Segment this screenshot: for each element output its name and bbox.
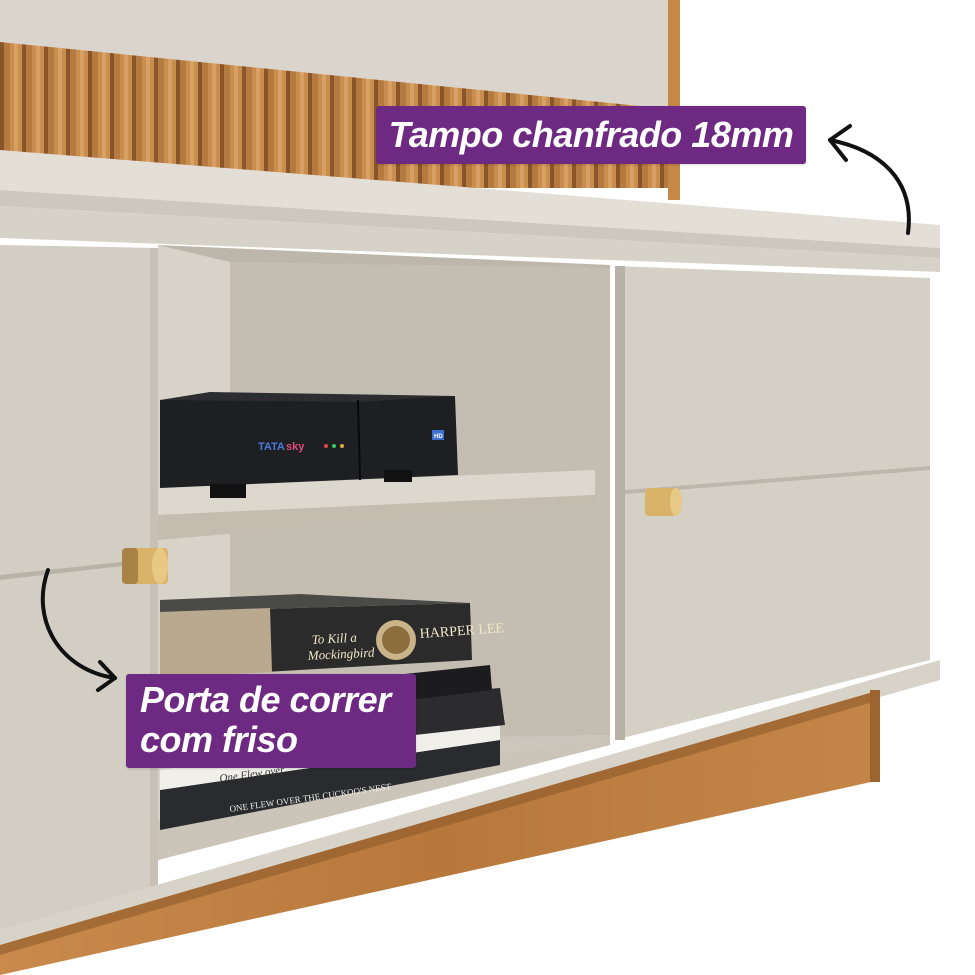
callout-sliding-door-line2: com friso bbox=[140, 719, 298, 760]
device-brand: TATA bbox=[258, 441, 285, 453]
chamfered-top bbox=[0, 150, 940, 272]
callout-chamfered-top: Tampo chanfrado 18mm bbox=[376, 106, 806, 164]
callout-sliding-door: Porta de correr com friso bbox=[126, 674, 416, 768]
curved-arrow-bottom-icon bbox=[40, 568, 117, 692]
book-title-line2: Mockingbird bbox=[306, 645, 375, 664]
left-sliding-door bbox=[0, 245, 168, 930]
book-author: HARPER LEE bbox=[419, 621, 504, 642]
right-sliding-door bbox=[615, 266, 930, 740]
set-top-box: TATA sky HD bbox=[160, 392, 458, 498]
device-hd-badge: HD bbox=[434, 434, 443, 440]
callout-sliding-door-line1: Porta de correr bbox=[140, 679, 391, 720]
device-brand-sky: sky bbox=[286, 441, 305, 453]
base bbox=[0, 660, 940, 975]
book-title-line1: To Kill a bbox=[311, 630, 357, 647]
curved-arrow-top-icon bbox=[828, 124, 911, 235]
